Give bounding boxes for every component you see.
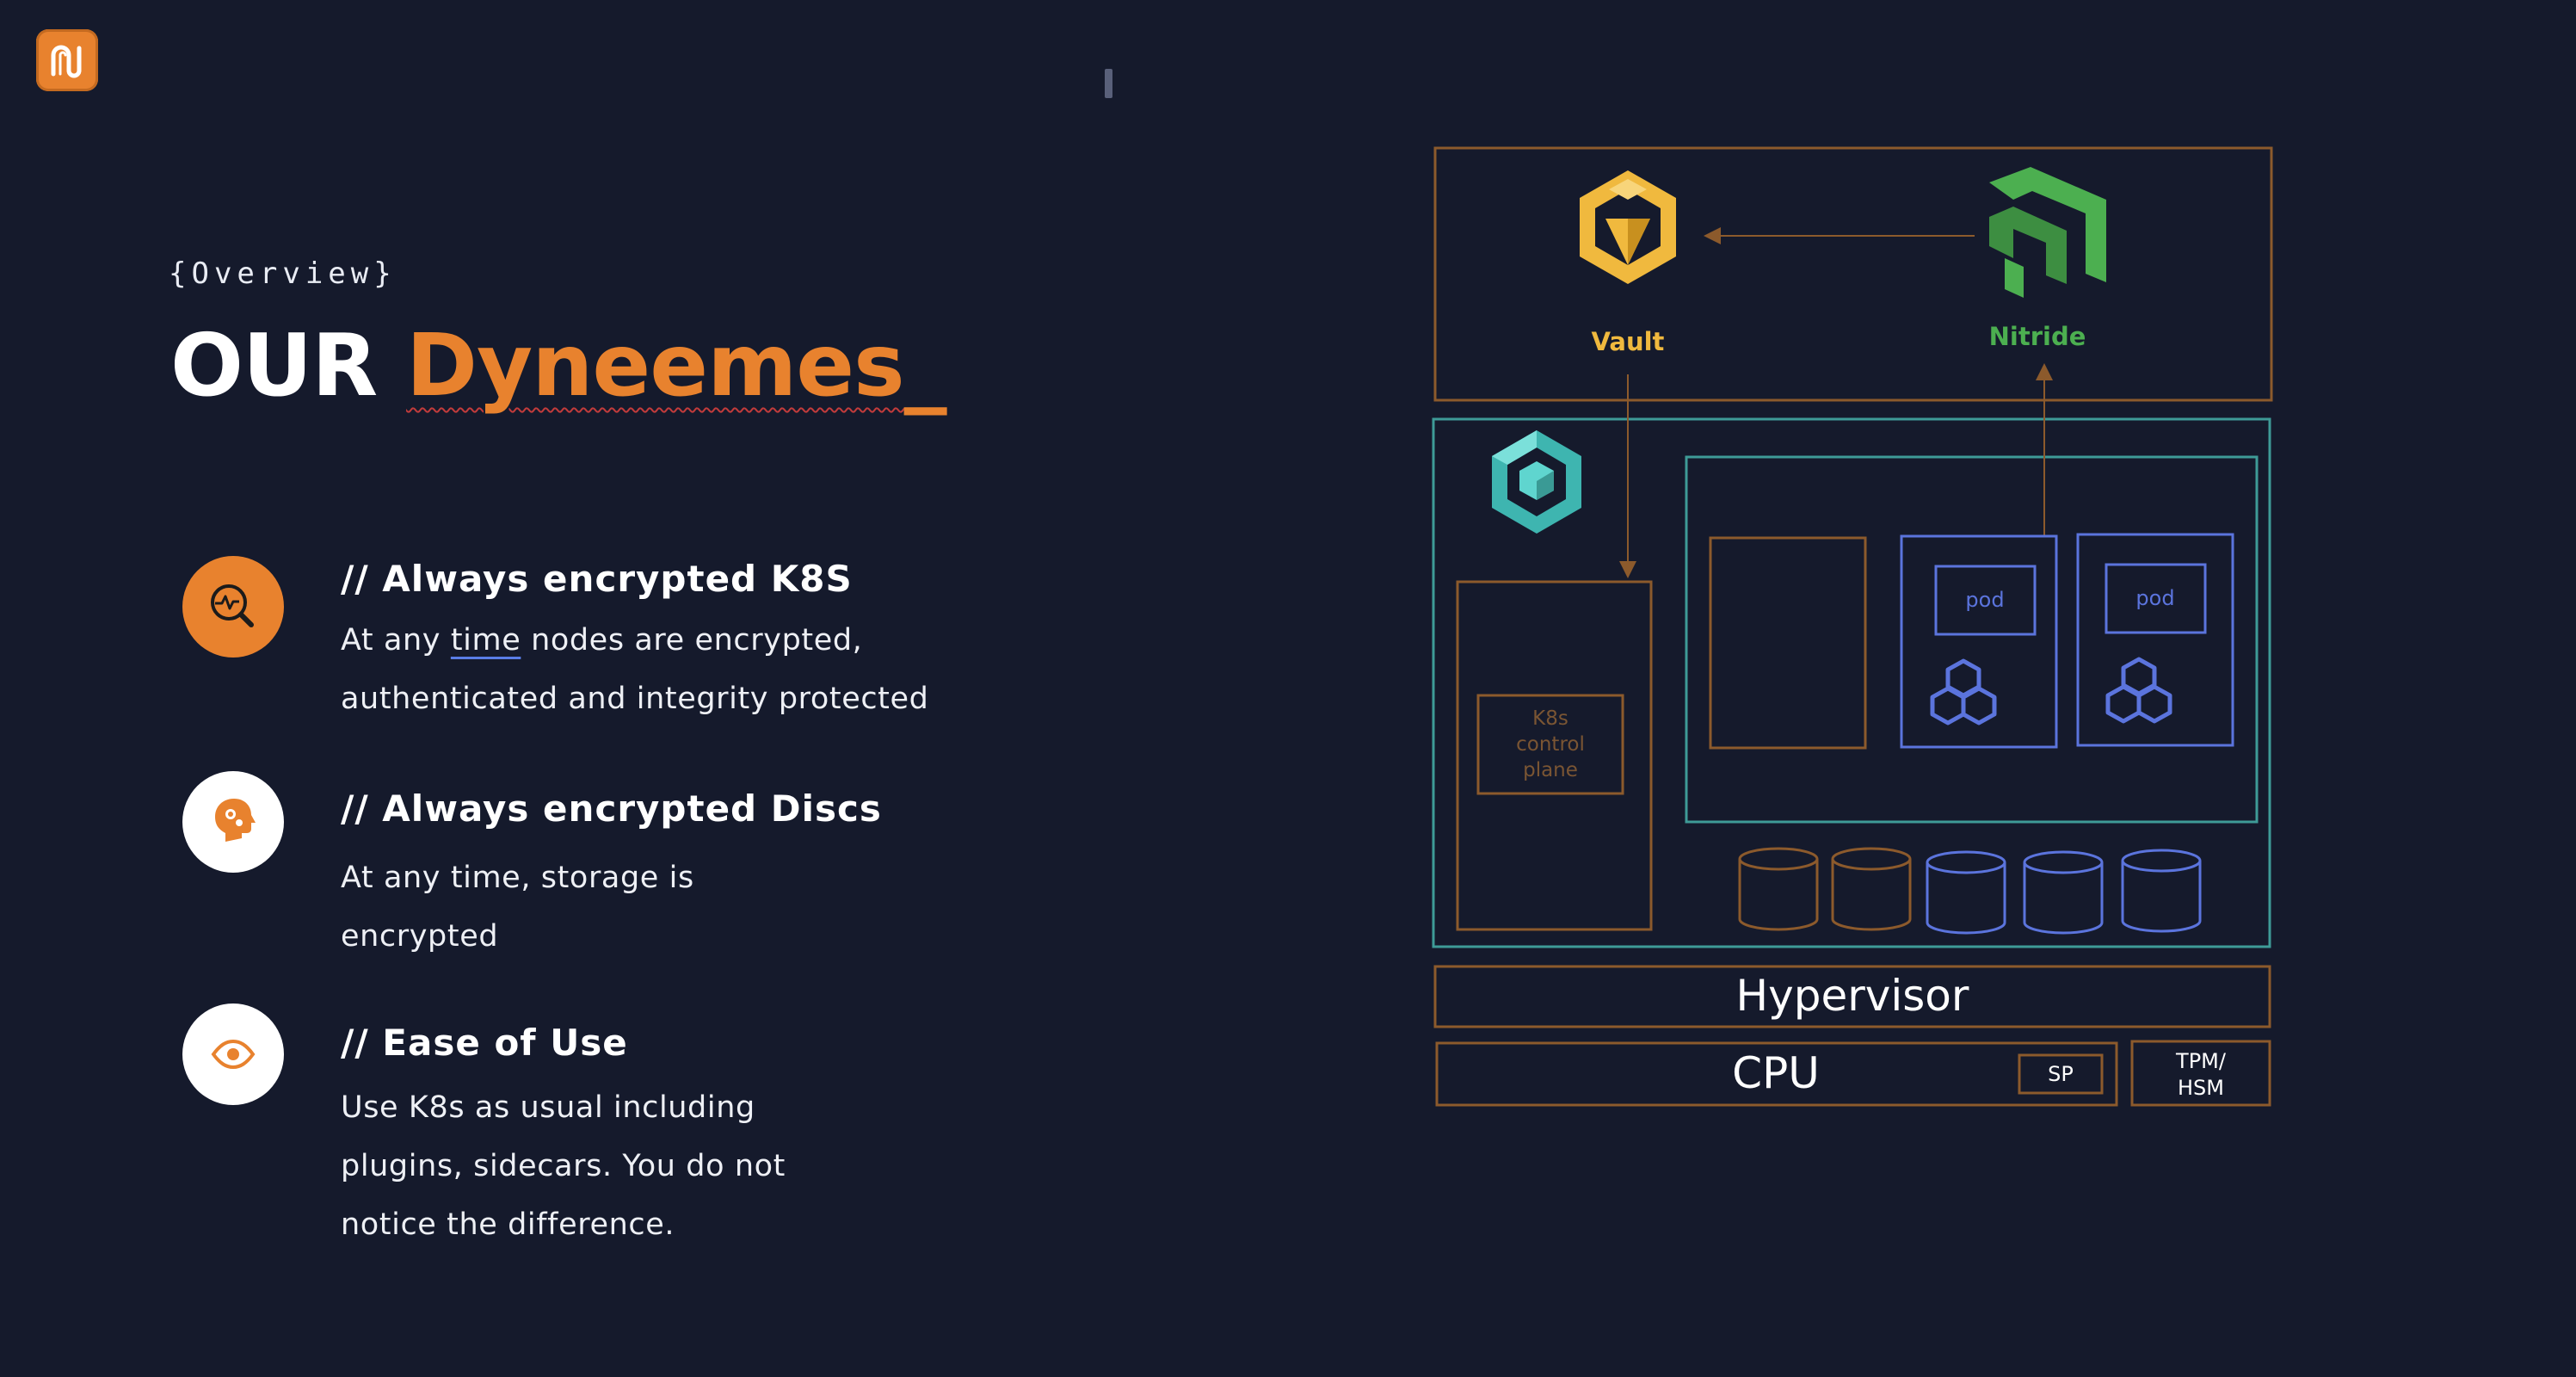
app-logo-icon — [51, 45, 82, 78]
storage-disk-2 — [1831, 847, 1912, 931]
confidential-node-2 — [2076, 533, 2234, 747]
pod-box-1 — [1934, 565, 2037, 636]
feature-icon-encrypted-discs — [182, 771, 284, 873]
sp-box — [2018, 1053, 2104, 1095]
worker-nodes-box — [1685, 455, 2259, 824]
section-eyebrow: {Overview} — [169, 256, 397, 291]
title-word-dyneemes: Dyneemes — [406, 315, 905, 416]
feature-title-encrypted-discs: // Always encrypted Discs — [341, 787, 882, 830]
pod-label-2: pod — [2135, 586, 2174, 610]
storage-disk-1 — [1738, 847, 1819, 931]
sp-label: SP — [2048, 1062, 2074, 1086]
app-logo[interactable] — [36, 29, 98, 91]
cpu-layer — [1435, 1041, 2118, 1107]
storage-disk-3 — [1926, 850, 2006, 935]
worker-node-empty — [1709, 536, 1867, 750]
k8s-cube-icon — [1492, 430, 1581, 534]
k8s-control-plane-box — [1476, 694, 1624, 795]
text-cursor — [1105, 69, 1112, 98]
nitride-icon — [1989, 167, 2106, 298]
eye-icon — [211, 1039, 256, 1070]
tpm-label-line1: TPM/ — [2175, 1049, 2227, 1073]
enclave-cube-icon-2 — [2105, 657, 2172, 724]
storage-disk-5 — [2121, 849, 2202, 933]
control-plane-label-line3: plane — [1523, 759, 1578, 781]
feature-icon-encrypted-k8s — [182, 556, 284, 658]
head-gears-icon — [215, 799, 256, 842]
title-cursor: _ — [903, 315, 947, 416]
enclave-cube-icon-1 — [1930, 658, 1997, 726]
hypervisor-layer — [1433, 965, 2271, 1028]
confidential-node-1 — [1900, 534, 2058, 749]
architecture-diagram: Vault Nitride K8s control plane pod — [1432, 146, 2273, 1107]
feature-icon-ease-of-use — [182, 1003, 284, 1105]
feature-title-ease-of-use: // Ease of Use — [341, 1022, 628, 1064]
feature-text-encrypted-discs: At any time, storage is encrypted — [341, 861, 694, 954]
pod-box-2 — [2105, 563, 2207, 634]
control-plane-label-line1: K8s — [1532, 707, 1568, 730]
control-plane-label-line2: control — [1516, 733, 1585, 756]
nitride-label: Nitride — [1989, 322, 2086, 351]
hypervisor-label: Hypervisor — [1736, 971, 1969, 1021]
vault-label: Vault — [1592, 327, 1665, 356]
feature-text-ease-of-use: Use K8s as usual including plugins, side… — [341, 1090, 786, 1242]
tpm-label-line2: HSM — [2178, 1076, 2224, 1100]
feature-text-encrypted-k8s: At any time nodes are encrypted, authent… — [341, 623, 929, 716]
title-word-our: OUR — [170, 315, 378, 416]
pod-label-1: pod — [1965, 588, 2004, 612]
cluster-box — [1432, 417, 2271, 948]
cpu-label: CPU — [1732, 1048, 1820, 1098]
storage-disk-4 — [2023, 850, 2104, 935]
control-plane-node — [1456, 580, 1653, 931]
page-title: OUR Dyneemes_ — [170, 323, 947, 409]
tpm-hsm-box — [2130, 1040, 2271, 1107]
monitoring-search-icon — [211, 584, 254, 627]
vault-icon — [1580, 170, 1676, 284]
spellcheck-underlined-word: time — [450, 623, 521, 658]
key-management-box — [1433, 146, 2273, 402]
feature-title-encrypted-k8s: // Always encrypted K8S — [341, 558, 853, 600]
